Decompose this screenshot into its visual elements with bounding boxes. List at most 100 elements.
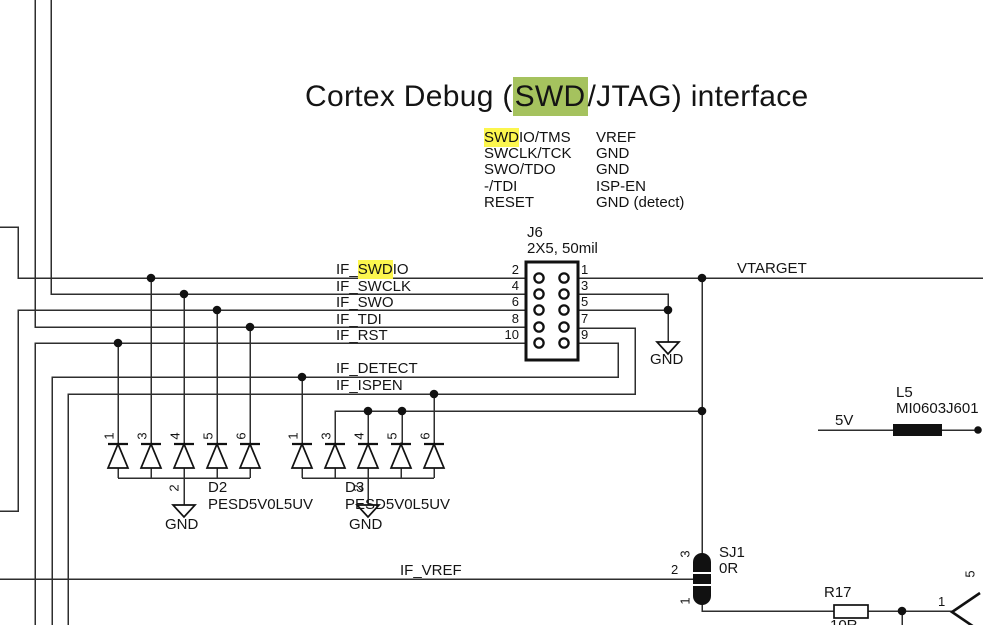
diode-symbol[interactable] (172, 441, 196, 469)
gnd-symbol[interactable] (355, 504, 381, 519)
legend-label: ISP-EN (596, 177, 647, 195)
wire-if-tdi[interactable] (34, 0, 526, 328)
diode-symbol[interactable] (389, 441, 413, 469)
j6-pin-pad[interactable] (558, 272, 570, 284)
net-label-if-swo[interactable]: IF_SWO (336, 294, 394, 311)
wire-pin3-gnd[interactable] (578, 293, 669, 342)
j6-connector-outline[interactable] (524, 260, 580, 362)
sj1-value[interactable]: 0R (719, 560, 739, 577)
j6-pin-number: 1 (581, 262, 589, 277)
gnd-symbol[interactable] (655, 341, 681, 356)
wire-d2-drops[interactable] (117, 278, 251, 444)
diode-symbol[interactable] (205, 441, 229, 469)
diode-pin-number: 5 (384, 432, 400, 440)
diode-symbol[interactable] (238, 441, 262, 469)
signal-legend-right-column: VREF GND GND ISP-EN GND (detect) (596, 129, 684, 211)
d2-reference[interactable]: D2 (208, 479, 228, 496)
legend-label: VREF (596, 129, 637, 146)
j6-pin-pad[interactable] (533, 321, 545, 333)
sj1-pad-mid[interactable] (693, 574, 711, 584)
legend-swd-highlight: SWD (484, 128, 519, 147)
diode-symbol[interactable] (323, 441, 347, 469)
j6-variant[interactable]: 2X5, 50mil (527, 240, 598, 257)
j6-pin-number: 6 (511, 294, 519, 309)
net-label-if-vref[interactable]: IF_VREF (400, 562, 462, 579)
legend-row: GND (596, 146, 684, 162)
diode-symbol[interactable] (106, 441, 130, 469)
l5-part-number[interactable]: MI0603J601 (896, 400, 979, 417)
diode-symbol[interactable] (139, 441, 163, 469)
legend-label: IO/TMS (519, 129, 571, 146)
sheet-pin-arrow[interactable] (949, 591, 981, 625)
wire-if-rst[interactable] (34, 342, 526, 625)
net-label-if-swdio[interactable]: IF_SWDIO (336, 260, 409, 279)
diode-symbol[interactable] (290, 441, 314, 469)
junction-dot (897, 606, 907, 616)
wire-if-ispen[interactable] (67, 327, 636, 625)
title-highlight: SWD (512, 77, 588, 116)
net-label-vtarget[interactable]: VTARGET (737, 260, 807, 277)
j6-pin-number: 9 (581, 327, 589, 342)
j6-pin-pad[interactable] (558, 337, 570, 349)
net-label-5v[interactable]: 5V (835, 412, 854, 429)
wire-sj1-out[interactable] (701, 602, 834, 612)
j6-pin-number: 3 (581, 278, 589, 293)
wire-vtarget[interactable] (578, 277, 983, 558)
j6-pin-number: 2 (511, 262, 519, 277)
sj1-pad-bottom[interactable] (693, 586, 711, 605)
j6-reference[interactable]: J6 (527, 224, 543, 241)
net-label-if-ispen[interactable]: IF_ISPEN (336, 377, 403, 394)
legend-row: -/TDI (484, 178, 572, 195)
wire-r17-out[interactable] (868, 610, 952, 625)
d3-reference[interactable]: D3 (345, 479, 365, 496)
d2-part-number[interactable]: PESD5V0L5UV (208, 496, 314, 513)
j6-pin-pad[interactable] (533, 337, 545, 349)
diode-pin-number: 6 (233, 432, 249, 440)
junction-dot (697, 273, 707, 283)
net-label-if-tdi[interactable]: IF_TDI (336, 311, 382, 328)
wire-if-detect[interactable] (51, 342, 619, 625)
sj1-pad-top[interactable] (693, 553, 711, 572)
j6-pin-pad[interactable] (533, 272, 545, 284)
resistor-body-r17[interactable] (833, 604, 869, 619)
wire-d3-rail[interactable] (301, 468, 435, 505)
j6-pin-pad[interactable] (558, 304, 570, 316)
l5-reference[interactable]: L5 (896, 384, 913, 401)
j6-pin-pad[interactable] (558, 288, 570, 300)
j6-pin-pad[interactable] (558, 321, 570, 333)
diode-pin-number: 3 (318, 432, 334, 440)
wire-if-swo[interactable] (0, 309, 526, 512)
legend-label: RESET (484, 193, 535, 211)
diode-pin-number: 5 (200, 432, 216, 440)
diode-symbol[interactable] (356, 441, 380, 469)
junction-dot (297, 372, 307, 382)
wire-d3-top-rail[interactable] (334, 410, 702, 444)
net-label-if-rst[interactable]: IF_RST (336, 327, 388, 344)
j6-pin-number: 8 (511, 311, 519, 326)
solder-jumper-sj1[interactable] (693, 553, 711, 605)
gnd-label: GND (165, 516, 199, 533)
junction-dot (429, 389, 439, 399)
net-label-if-swclk[interactable]: IF_SWCLK (336, 278, 412, 295)
wire-if-swdio[interactable] (0, 226, 526, 279)
sj1-reference[interactable]: SJ1 (719, 544, 745, 561)
wire-if-swclk[interactable] (50, 0, 526, 295)
gnd-label: GND (349, 516, 383, 533)
wire-d3-drops[interactable] (301, 377, 435, 444)
diode-symbol[interactable] (422, 441, 446, 469)
j6-pin-number: 7 (581, 311, 589, 326)
junction-dot (146, 273, 156, 283)
j6-pin-pad[interactable] (533, 304, 545, 316)
diode-pin-number: 6 (417, 432, 433, 440)
r17-reference[interactable]: R17 (824, 584, 852, 601)
wire-d2-rail[interactable] (117, 468, 251, 505)
j6-pin-pad[interactable] (533, 288, 545, 300)
title-post: /JTAG) interface (587, 80, 809, 113)
d3-part-number[interactable]: PESD5V0L5UV (345, 496, 451, 513)
r17-value[interactable]: 10R (830, 617, 858, 625)
sheet-pin-number: 5 (962, 570, 978, 578)
inductor-body[interactable] (893, 424, 942, 436)
gnd-symbol[interactable] (171, 504, 197, 519)
net-label-if-detect[interactable]: IF_DETECT (336, 360, 418, 377)
